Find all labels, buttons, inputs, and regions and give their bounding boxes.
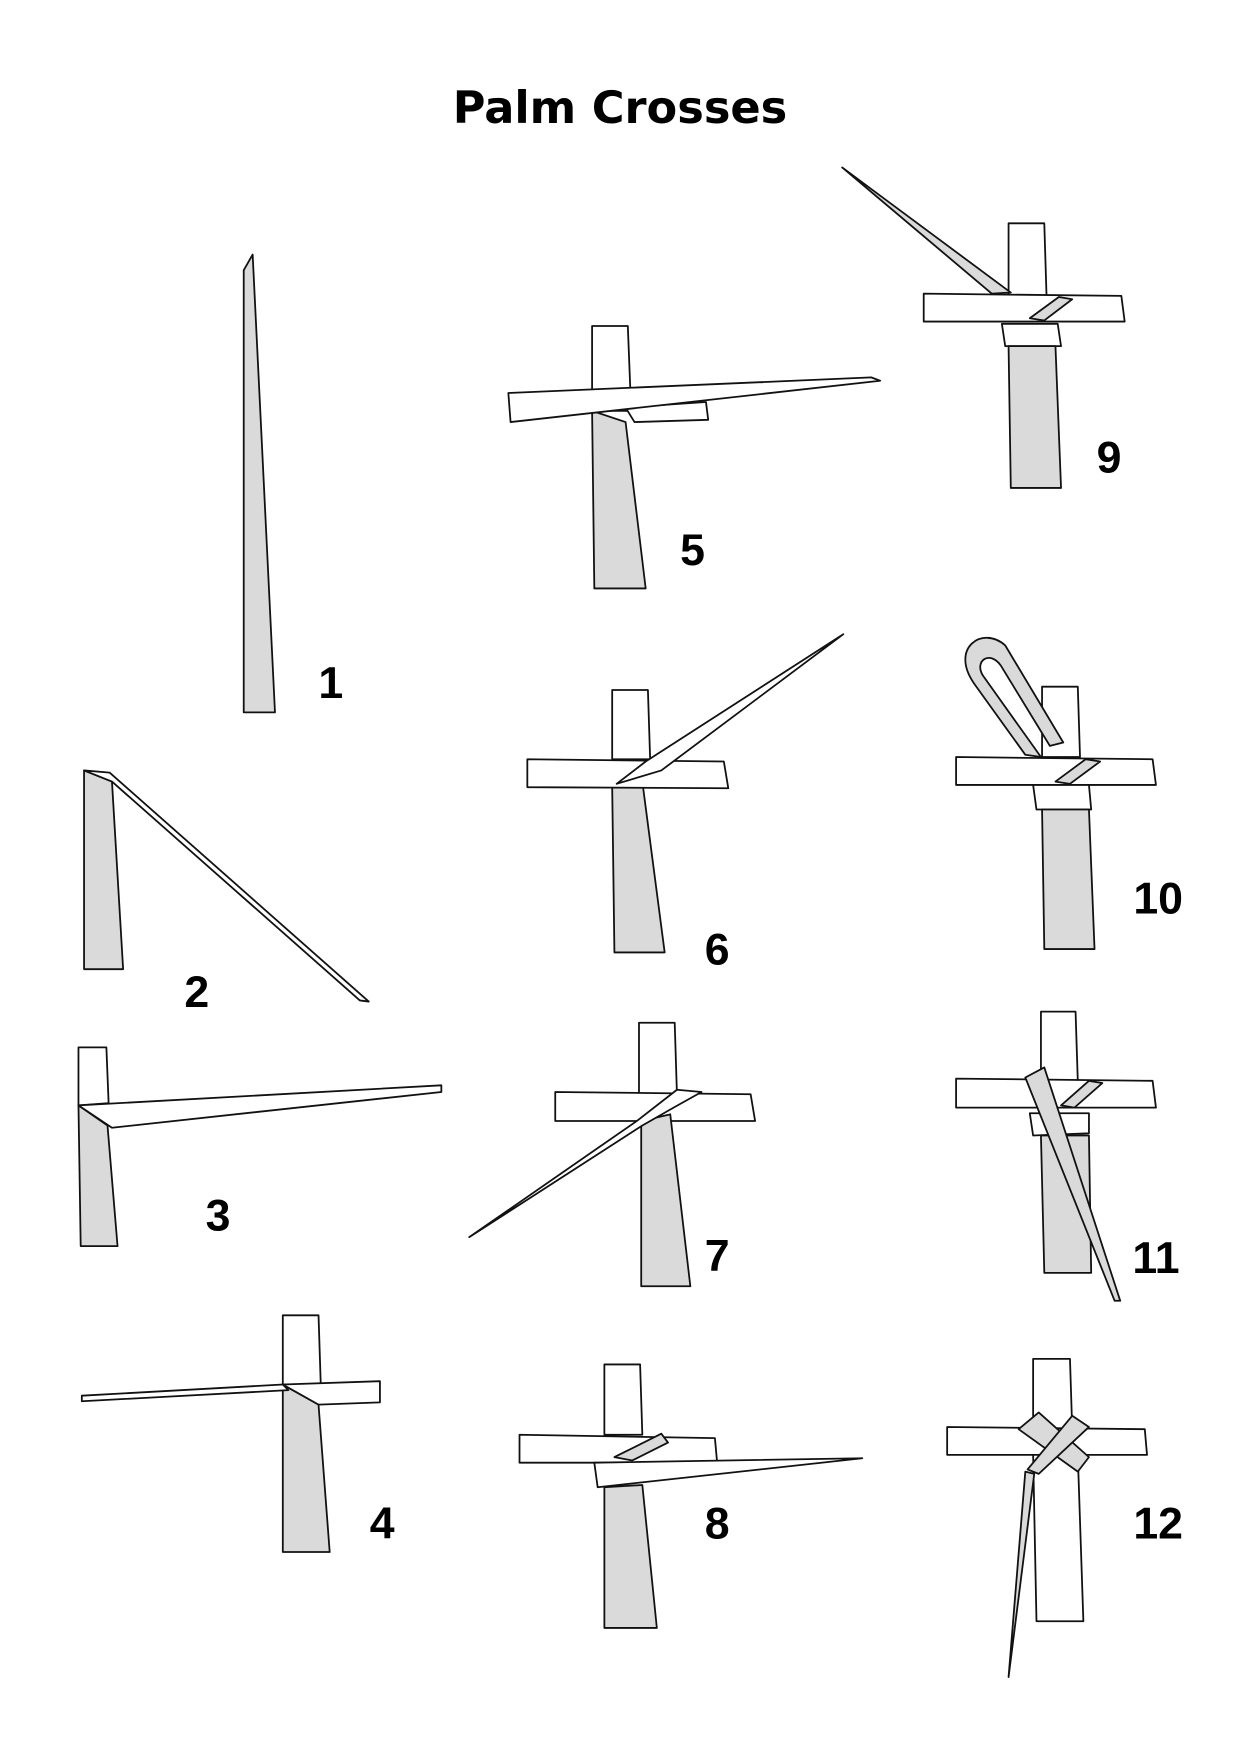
step-7-illustration — [468, 1021, 756, 1288]
step-11-label: 11 — [1132, 1234, 1179, 1283]
step-2-illustration — [83, 769, 370, 1003]
step-6-label: 6 — [705, 926, 730, 975]
step-9-label: 9 — [1097, 433, 1122, 482]
step-1-label: 1 — [318, 659, 343, 708]
step-3-illustration — [77, 1046, 443, 1247]
step-12-illustration — [946, 1357, 1148, 1678]
step-4-label: 4 — [370, 1500, 395, 1549]
step-2-label: 2 — [184, 968, 209, 1017]
step-5-label: 5 — [680, 526, 705, 575]
step-5-illustration — [507, 325, 882, 590]
step-8-illustration — [518, 1363, 864, 1629]
step-4-illustration — [80, 1314, 381, 1553]
step-3-label: 3 — [206, 1191, 231, 1240]
step-7-label: 7 — [705, 1232, 730, 1281]
step-6-illustration — [526, 633, 845, 954]
step-12-label: 12 — [1133, 1500, 1183, 1549]
step-9-illustration — [841, 166, 1126, 489]
step-8-label: 8 — [705, 1500, 730, 1549]
page-title: Palm Crosses — [453, 82, 788, 134]
step-1-illustration — [242, 253, 276, 714]
step-10-illustration — [955, 636, 1157, 950]
step-10-label: 10 — [1133, 874, 1183, 923]
step-11-illustration — [955, 1010, 1157, 1302]
